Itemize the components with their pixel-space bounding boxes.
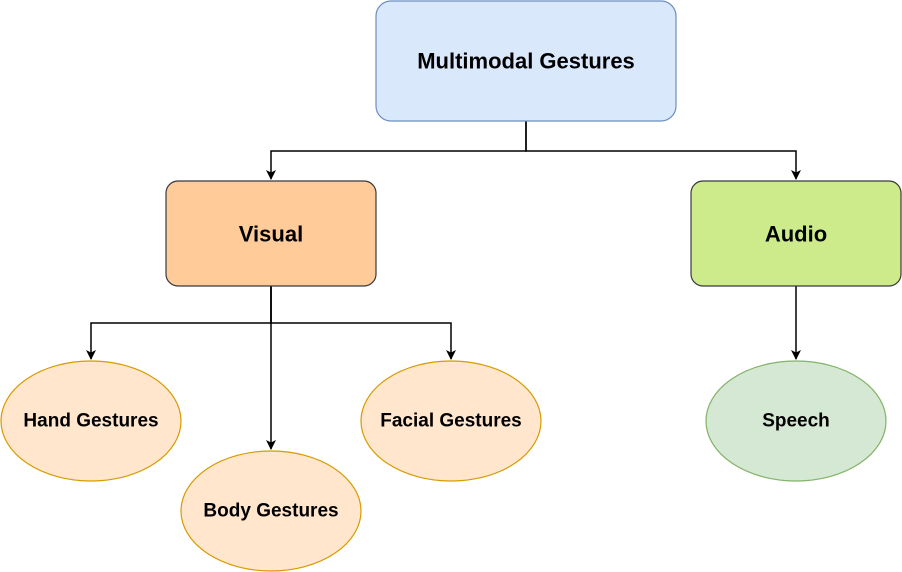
node-body-gestures-shape bbox=[180, 450, 362, 572]
edges-group bbox=[86, 121, 801, 450]
node-hand-gestures[interactable]: Hand Gestures bbox=[0, 360, 182, 482]
node-audio-label: Audio bbox=[765, 222, 827, 247]
node-audio[interactable]: Audio bbox=[690, 180, 902, 287]
edge-visual-to-facial bbox=[270, 286, 456, 360]
node-visual[interactable]: Visual bbox=[165, 180, 377, 287]
edge-root-to-visual bbox=[266, 121, 527, 180]
node-body-gestures-label: Body Gestures bbox=[203, 501, 338, 522]
node-speech-label: Speech bbox=[762, 411, 830, 432]
node-facial-gestures-shape bbox=[360, 360, 542, 482]
node-speech-shape bbox=[705, 360, 887, 482]
node-facial-gestures[interactable]: Facial Gestures bbox=[360, 360, 542, 482]
node-visual-label: Visual bbox=[239, 222, 303, 247]
node-hand-gestures-shape bbox=[0, 360, 182, 482]
node-facial-gestures-label: Facial Gestures bbox=[380, 411, 522, 432]
node-speech[interactable]: Speech bbox=[705, 360, 887, 482]
node-multimodal-gestures-shape bbox=[375, 0, 677, 122]
edge-visual-to-hand bbox=[86, 286, 272, 360]
node-body-gestures[interactable]: Body Gestures bbox=[180, 450, 362, 572]
node-hand-gestures-label: Hand Gestures bbox=[23, 411, 158, 432]
node-audio-shape bbox=[690, 180, 902, 287]
edge-root-to-audio bbox=[525, 121, 801, 180]
node-multimodal-gestures[interactable]: Multimodal Gestures bbox=[375, 0, 677, 122]
node-multimodal-gestures-label: Multimodal Gestures bbox=[417, 49, 635, 74]
node-visual-shape bbox=[165, 180, 377, 287]
